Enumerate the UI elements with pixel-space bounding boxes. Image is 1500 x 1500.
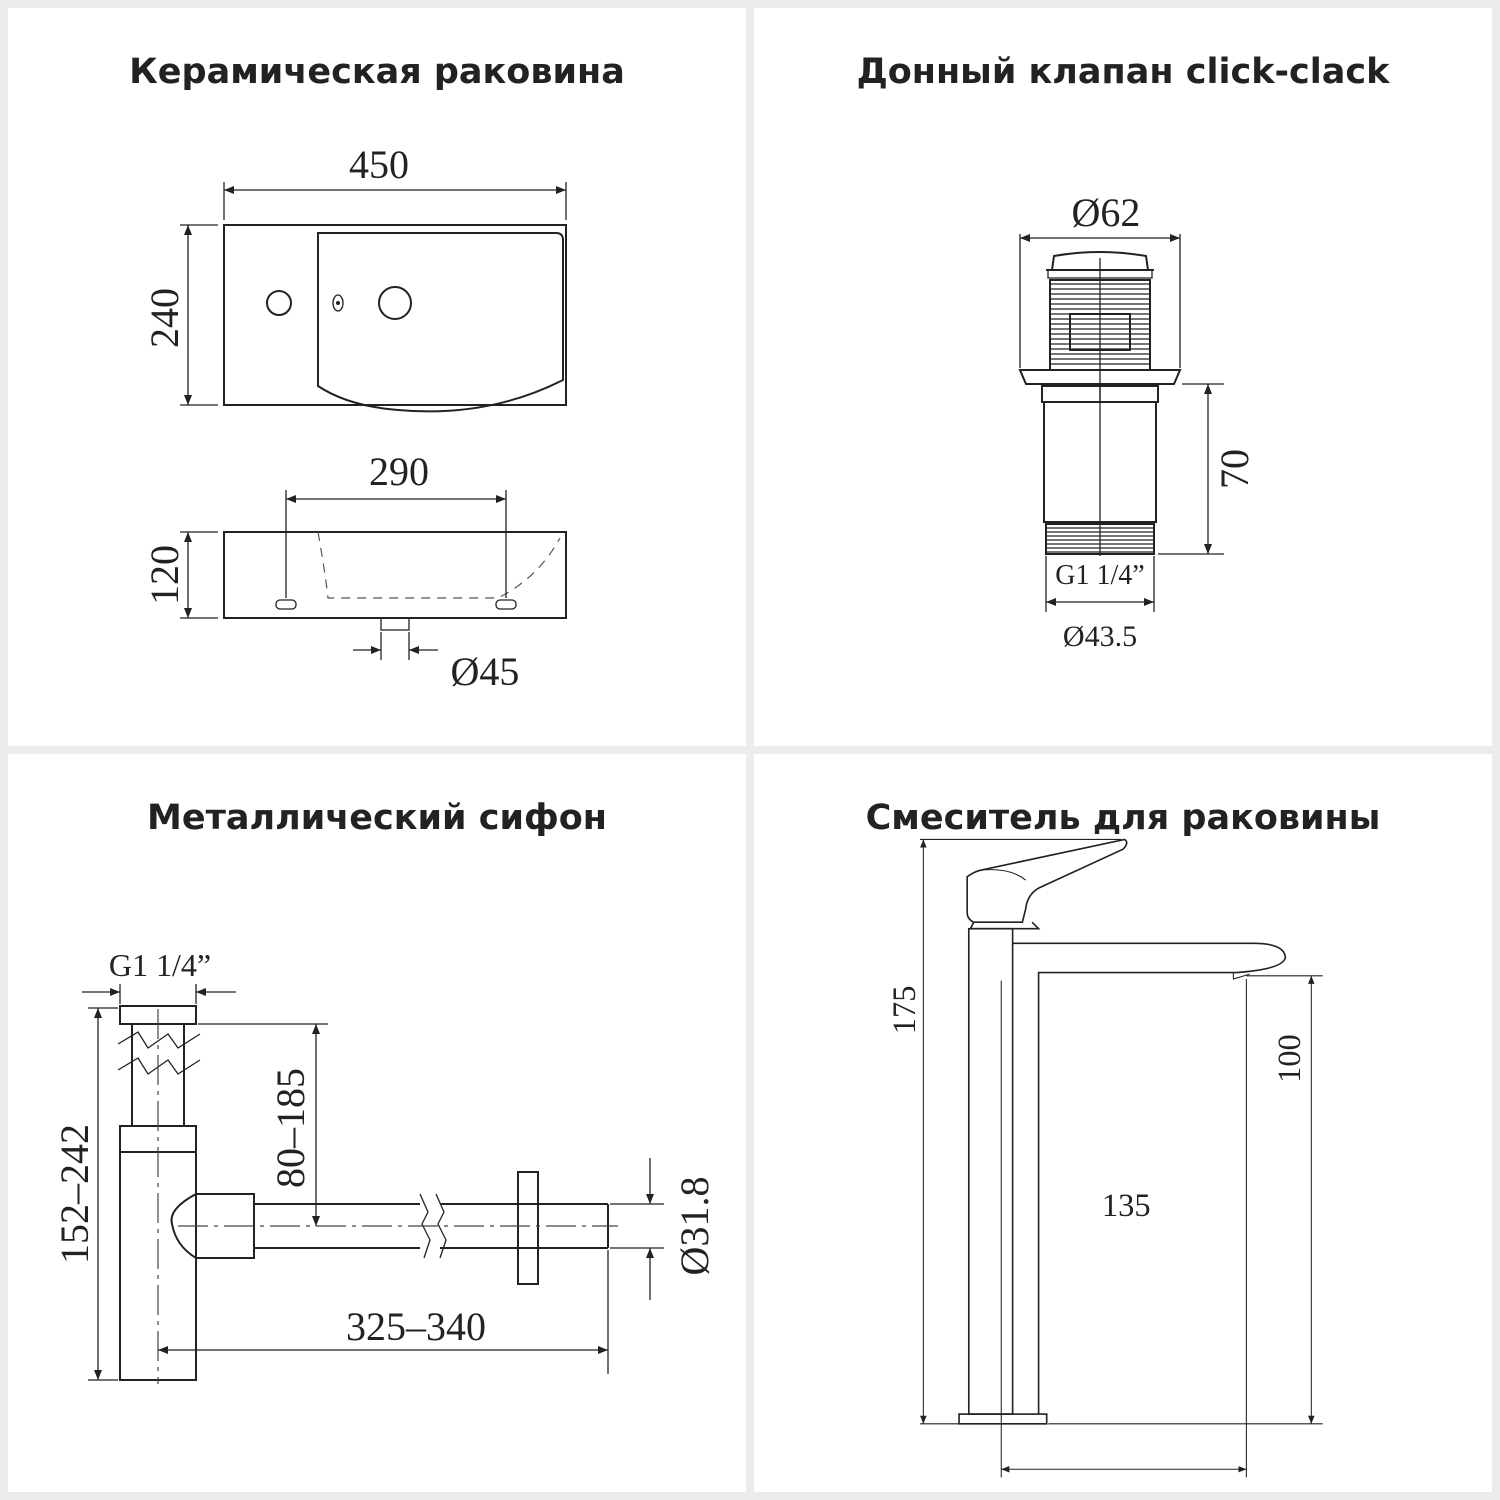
siphon-thread-label: G1 1/4” [109, 947, 211, 983]
valve-height-label: 70 [1212, 449, 1257, 489]
sink-inner-width-label: 290 [369, 449, 429, 494]
valve-thread-label: G1 1/4” [1055, 560, 1144, 591]
sink-drain-label: Ø45 [451, 649, 520, 694]
siphon-body [117, 1005, 618, 1384]
faucet-title: Смеситель для раковины [865, 798, 1381, 838]
lever-handle-icon [966, 838, 1128, 924]
valve-drawing: Ø62 70 G1 1/4” Ø43.5 [1018, 190, 1257, 653]
sink-depth-label: 120 [142, 545, 187, 605]
valve-outer-label: Ø43.5 [1063, 620, 1137, 653]
faucet-body [958, 838, 1287, 1425]
sink-height-label: 240 [142, 288, 187, 348]
sink-width-label: 450 [349, 142, 409, 187]
overflow-hole-icon [332, 294, 344, 312]
sink-title: Керамическая раковина [129, 52, 625, 92]
drain-hole-icon [378, 286, 412, 320]
siphon-height-label: 152–242 [52, 1124, 97, 1264]
faucet-reach-label: 135 [1102, 1188, 1151, 1224]
valve-title: Донный клапан click-clack [856, 52, 1390, 92]
siphon-panel: Металлический сифон [8, 754, 746, 1492]
sink-panel: Керамическая раковина [8, 8, 746, 746]
sink-top-view [180, 182, 567, 413]
siphon-offset-label: 80–185 [268, 1068, 313, 1188]
siphon-length-label: 325–340 [346, 1304, 486, 1349]
sink-side-view [180, 490, 567, 660]
siphon-drawing: G1 1/4” 152–242 80–185 325–340 Ø31.8 [52, 947, 717, 1384]
sink-drawing: 450 240 [142, 142, 567, 694]
faucet-height-label: 175 [887, 986, 923, 1035]
siphon-pipe-label: Ø31.8 [672, 1177, 717, 1276]
faucet-spout-height-label: 100 [1272, 1034, 1308, 1083]
tap-hole-icon [266, 290, 292, 316]
faucet-panel: Смеситель для раковины [754, 754, 1492, 1492]
siphon-title: Металлический сифон [147, 798, 607, 838]
valve-panel: Донный клапан click-clack [754, 8, 1492, 746]
faucet-drawing: 175 100 135 [887, 838, 1323, 1478]
valve-cap-label: Ø62 [1072, 190, 1141, 235]
valve-body [1018, 251, 1182, 556]
